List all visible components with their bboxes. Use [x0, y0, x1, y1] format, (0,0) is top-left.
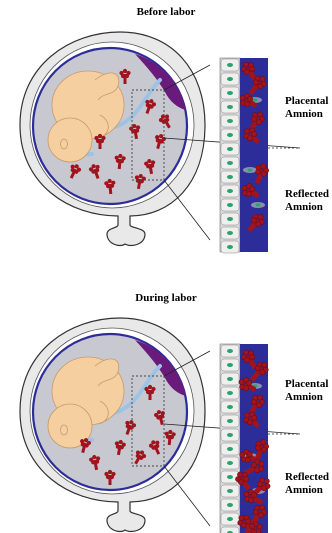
cell-nucleus: [227, 63, 233, 67]
cell-nucleus: [227, 489, 233, 493]
zoom-line-bottom: [164, 466, 210, 526]
label-reflected-line1: Reflected: [285, 188, 329, 201]
cell-nucleus: [227, 349, 233, 353]
panel-during-labor: [0, 306, 332, 533]
label-reflected-amnion-before: Reflected Amnion: [285, 188, 329, 214]
cell-nucleus: [227, 119, 233, 123]
cell-nucleus: [227, 105, 233, 109]
fetus-head: [48, 118, 92, 162]
cell-nucleus: [227, 503, 233, 507]
cell-nucleus: [227, 245, 233, 249]
label-placental-amnion-during: Placental Amnion: [285, 378, 328, 404]
panel-title-before: Before labor: [0, 6, 332, 18]
cell-nucleus: [227, 461, 233, 465]
label-placental-line2: Amnion: [285, 391, 328, 404]
cell-nucleus: [227, 189, 233, 193]
label-reflected-line2: Amnion: [285, 484, 329, 497]
label-placental-line1: Placental: [285, 95, 328, 108]
cell-nucleus: [227, 231, 233, 235]
zoom-line-bottom: [164, 180, 210, 240]
label-reflected-amnion-during: Reflected Amnion: [285, 471, 329, 497]
label-placental-amnion-before: Placental Amnion: [285, 95, 328, 121]
cell-nucleus: [227, 517, 233, 521]
cell-nucleus: [227, 405, 233, 409]
cell-nucleus: [227, 203, 233, 207]
cell-nucleus: [227, 433, 233, 437]
label-placental-line2: Amnion: [285, 108, 328, 121]
fibroblast-nucleus: [256, 203, 261, 206]
cell-nucleus: [227, 475, 233, 479]
label-reflected-line1: Reflected: [285, 471, 329, 484]
cell-nucleus: [227, 391, 233, 395]
cell-nucleus: [227, 161, 233, 165]
label-reflected-line2: Amnion: [285, 201, 329, 214]
cell-nucleus: [227, 133, 233, 137]
cell-nucleus: [227, 377, 233, 381]
label-placental-line1: Placental: [285, 378, 328, 391]
panel-before-labor: [0, 20, 332, 260]
cell-nucleus: [227, 217, 233, 221]
fibroblast-nucleus: [253, 98, 258, 101]
fibroblast-nucleus: [248, 168, 253, 171]
cell-nucleus: [227, 447, 233, 451]
cell-nucleus: [227, 77, 233, 81]
cell-nucleus: [227, 147, 233, 151]
cell-nucleus: [227, 363, 233, 367]
cell-nucleus: [227, 91, 233, 95]
cell-nucleus: [227, 175, 233, 179]
panel-title-during: During labor: [0, 292, 332, 304]
cell-nucleus: [227, 419, 233, 423]
